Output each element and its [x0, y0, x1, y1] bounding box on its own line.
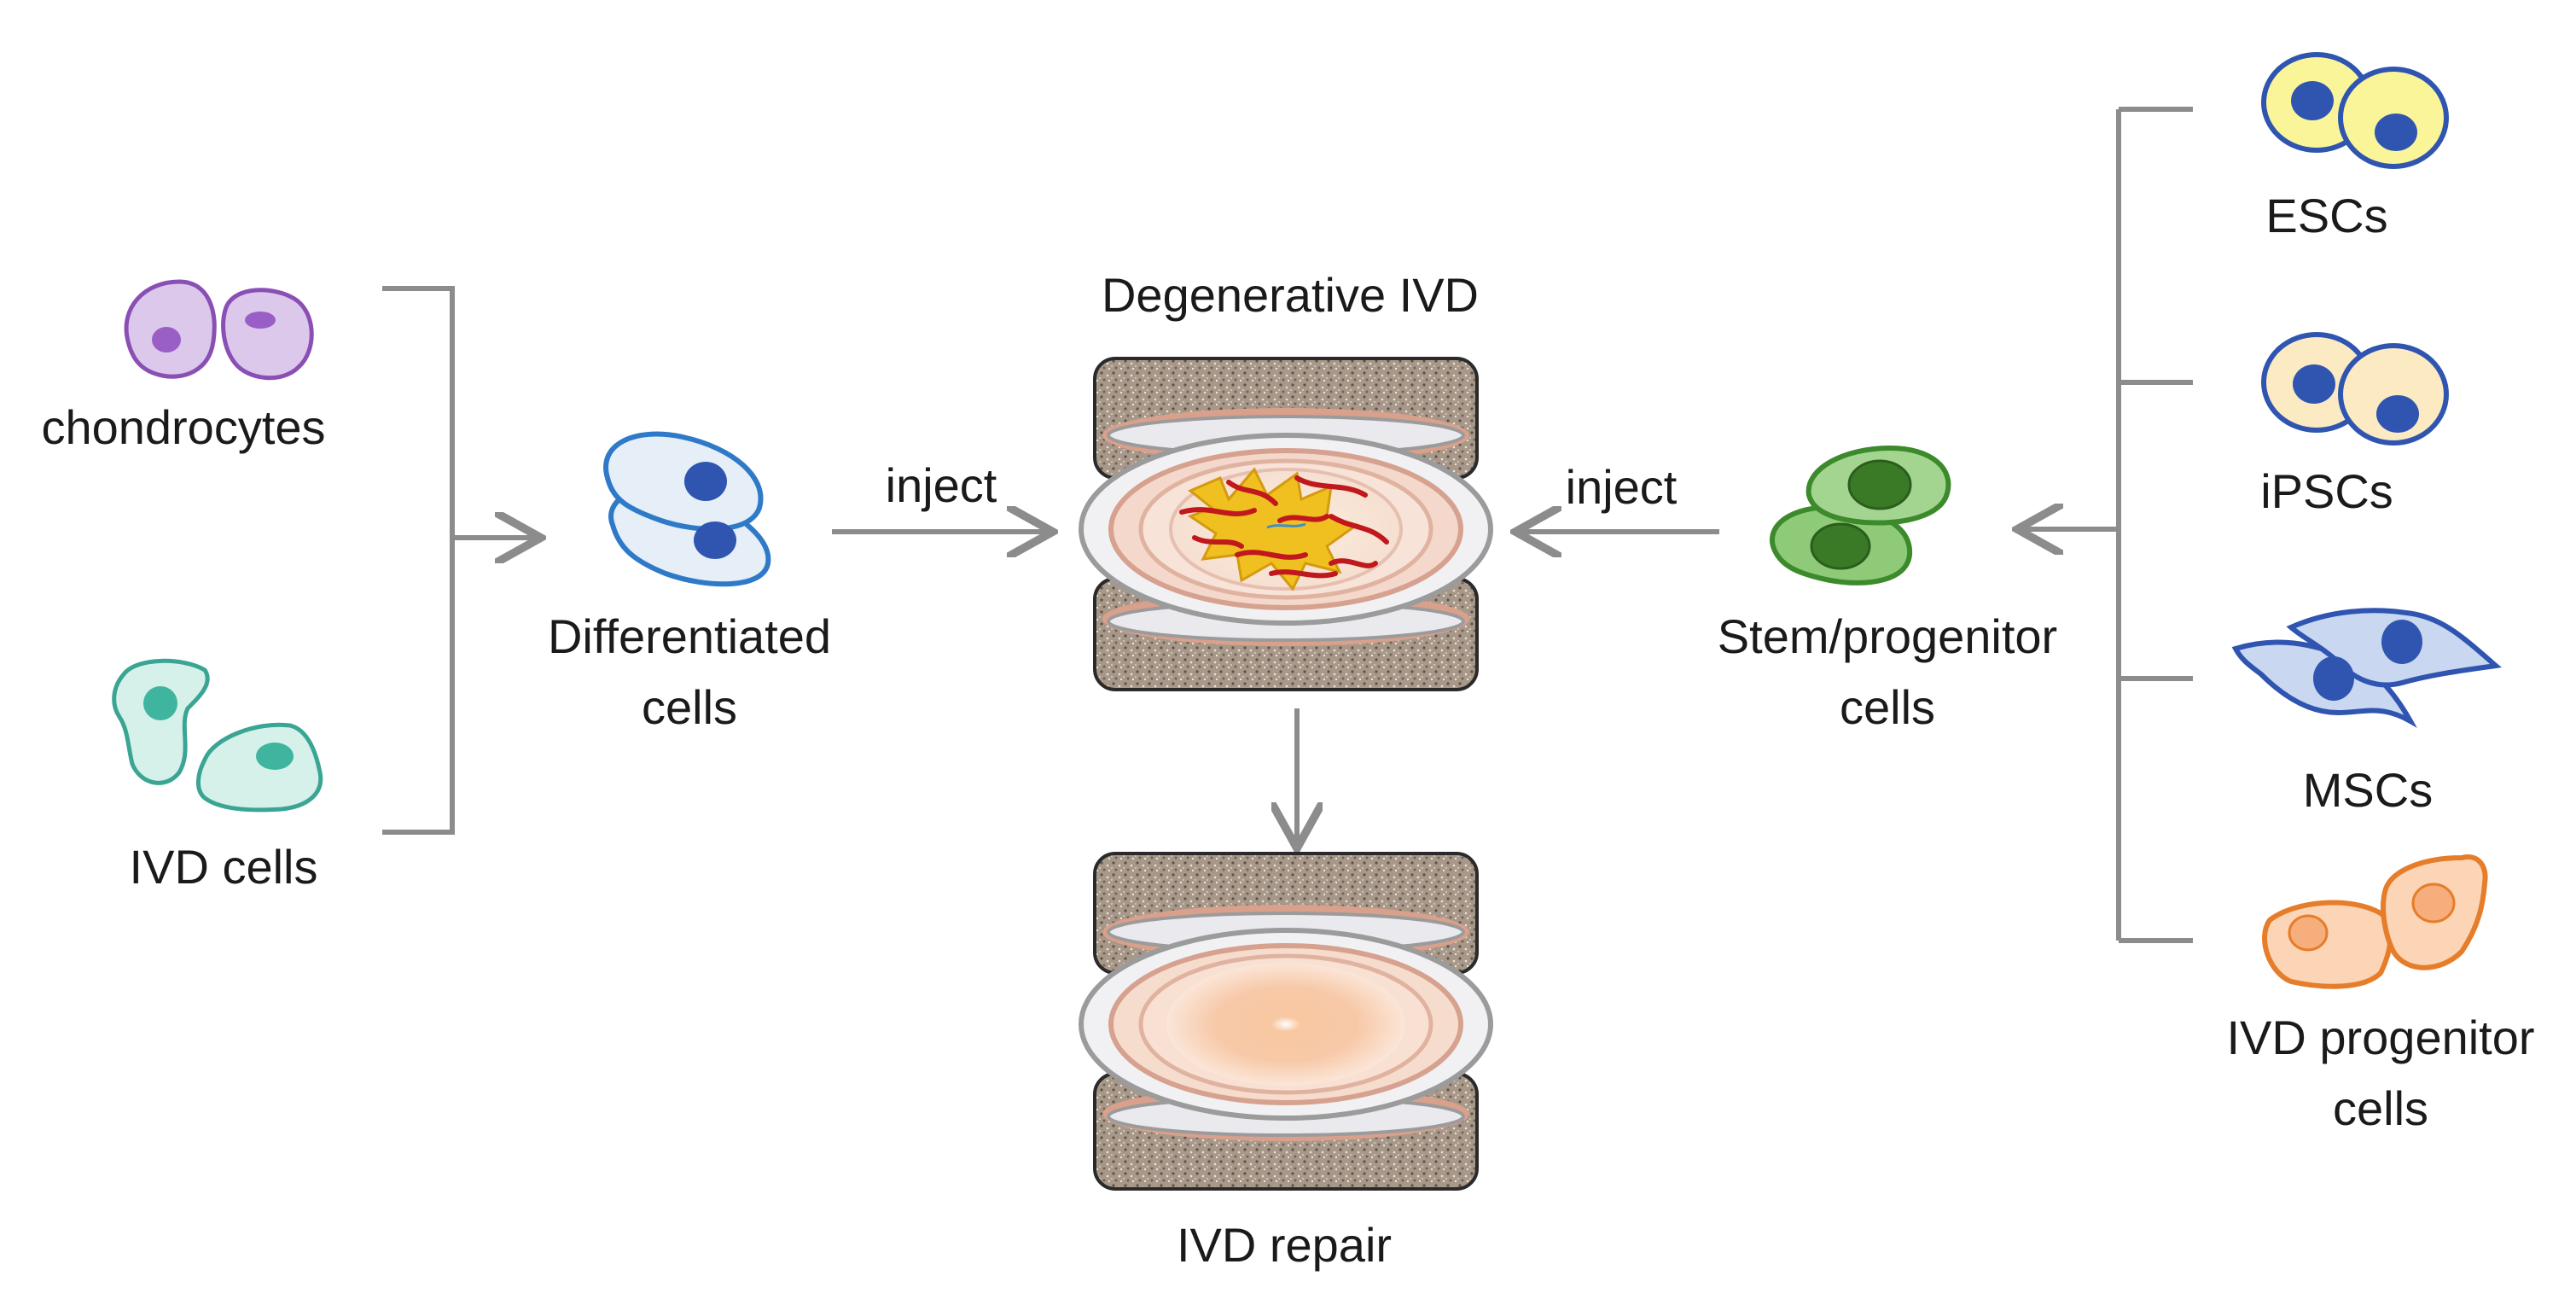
stem-progenitor-cells-icon: [1770, 445, 1951, 586]
escs-label: ESCs: [2265, 189, 2387, 242]
mscs-icon: [2231, 608, 2502, 728]
stem-progenitor-label-line1: Stem/progenitor: [1718, 609, 2057, 663]
differentiated-cells-label-line1: Differentiated: [548, 609, 831, 663]
chondrocytes-icon: [124, 279, 314, 381]
inject-left-label: inject: [886, 458, 997, 512]
mscs-label: MSCs: [2303, 763, 2433, 817]
ipscs-label: iPSCs: [2260, 464, 2393, 518]
left-bracket: [382, 286, 536, 835]
ivd-cells-label: IVD cells: [130, 840, 318, 894]
inject-right-label: inject: [1566, 460, 1678, 514]
ivd-repair-illustration: [1079, 852, 1493, 1191]
degenerative-ivd-illustration: [1079, 357, 1493, 691]
stem-progenitor-label-line2: cells: [1840, 680, 1935, 734]
ivd-cells-icon: [112, 658, 323, 813]
chondrocytes-label: chondrocytes: [41, 400, 325, 454]
differentiated-cells-label-line2: cells: [642, 680, 737, 734]
ivd-progenitor-label-line2: cells: [2333, 1081, 2428, 1135]
escs-icon: [2261, 52, 2449, 169]
ipscs-icon: [2261, 332, 2449, 446]
differentiated-cells-icon: [603, 431, 771, 587]
degenerative-ivd-title: Degenerative IVD: [1102, 268, 1479, 322]
right-bracket: [2022, 107, 2193, 943]
ivd-repair-label: IVD repair: [1177, 1218, 1392, 1272]
ivd-progenitor-label-line1: IVD progenitor: [2226, 1011, 2534, 1064]
ivd-progenitor-cells-icon: [2262, 854, 2488, 989]
